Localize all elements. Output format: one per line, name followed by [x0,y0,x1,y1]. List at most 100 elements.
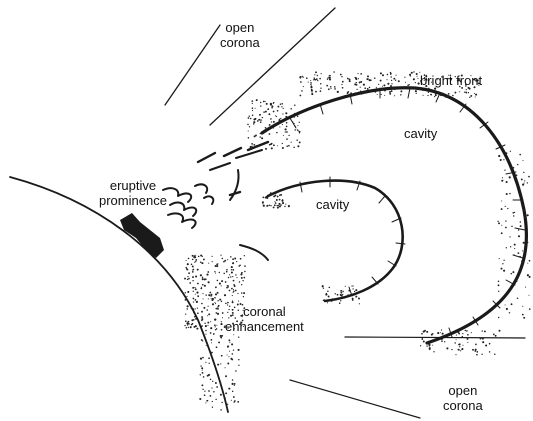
stipple-dot [233,349,234,350]
stipple-dot [511,273,513,275]
stipple-dot [303,86,304,87]
stipple-dot [193,319,195,321]
stipple-dot [387,83,389,85]
stipple-dot [499,258,500,259]
stipple-dot [356,82,357,83]
stipple-dot [219,283,221,285]
stipple-dot [259,136,260,137]
open-corona-line-bottom-upper [345,337,525,338]
stipple-dot [273,144,275,146]
streamer-dashes [198,142,268,195]
stipple-dot [257,120,259,122]
stipple-dot [213,333,215,335]
stipple-dot [277,106,279,108]
stipple-dot [270,205,271,206]
stipple-dot [320,90,322,92]
stipple-dot [489,351,491,353]
stipple-dot [232,383,234,385]
stipple-dot [232,379,234,381]
stipple-dot [204,390,205,391]
stipple-dot [239,281,240,282]
stipple-dot [232,262,234,264]
stipple-dot [294,104,295,105]
stipple-dot [476,351,478,353]
stipple-dot [256,99,258,101]
stipple-dot [205,341,206,342]
stipple-dot [281,200,283,202]
stipple-dot [310,82,311,83]
stipple-dot [519,270,521,272]
stipple-dot [225,281,227,283]
stipple-dot [502,180,503,181]
stipple-dot [269,133,271,135]
stipple-dot [311,93,313,95]
stipple-dot [513,199,514,200]
stipple-dot [466,92,467,93]
stipple-dot [514,244,516,246]
stipple-dot [400,90,402,92]
stipple-dot [522,184,524,186]
stipple-dot [475,94,477,96]
stipple-dot [337,294,339,296]
stipple-dot [274,195,276,197]
stipple-dot [241,277,243,279]
stipple-dot [262,203,263,204]
stipple-dot [516,174,518,176]
stipple-dot [285,128,287,130]
stipple-dot [194,255,196,257]
stipple-dot [517,298,519,300]
stipple-dot [441,93,443,95]
stipple-dot [334,86,336,88]
stipple-dot [379,88,380,89]
stipple-dot [498,281,500,283]
stipple-dot [234,383,236,385]
stipple-dot [187,263,189,265]
stipple-dot [240,258,242,260]
stipple-dot [192,255,194,257]
stipple-dot [294,113,295,114]
label-cavity-outer: cavity [404,126,437,141]
stipple-dot [368,78,369,79]
stipple-dot [467,334,469,336]
stipple-dot [331,298,333,300]
stipple-dot [470,95,472,97]
stipple-dot [320,83,322,85]
stipple-dot [211,339,213,341]
stipple-dot [225,375,227,377]
stipple-dot [358,298,360,300]
stipple-dot [280,204,282,206]
stipple-dot [390,85,392,87]
stipple-dot [282,113,283,114]
stipple-dot [474,350,476,352]
stipple-dot [522,250,523,251]
stipple-dot [279,205,281,207]
stipple-dot [215,326,216,327]
stipple-dot [227,404,228,405]
stipple-dot [524,182,525,183]
stipple-dot [321,73,322,74]
stipple-dot [364,87,366,89]
stipple-dot [195,288,197,290]
stipple-dot [275,193,276,194]
stipple-dot [198,256,200,258]
stipple-dot [315,71,317,73]
stipple-dot [435,94,437,96]
stipple-dot [314,74,315,75]
stipple-dot [223,273,225,275]
stipple-dot [520,225,522,227]
stipple-dot [475,96,476,97]
stipple-dot [197,295,199,297]
stipple-dot [187,324,188,325]
stipple-dot [217,308,219,310]
stipple-dot [511,170,512,171]
stipple-dot [230,256,231,257]
stipple-dot [228,388,230,390]
stipple-dot [235,370,237,372]
stipple-dot [458,349,459,350]
stipple-dot [249,115,250,116]
stipple-dot [215,273,216,274]
stipple-dot [221,329,223,331]
stipple-dot [505,206,506,207]
stipple-dot [186,260,187,261]
stipple-dot [455,354,456,355]
